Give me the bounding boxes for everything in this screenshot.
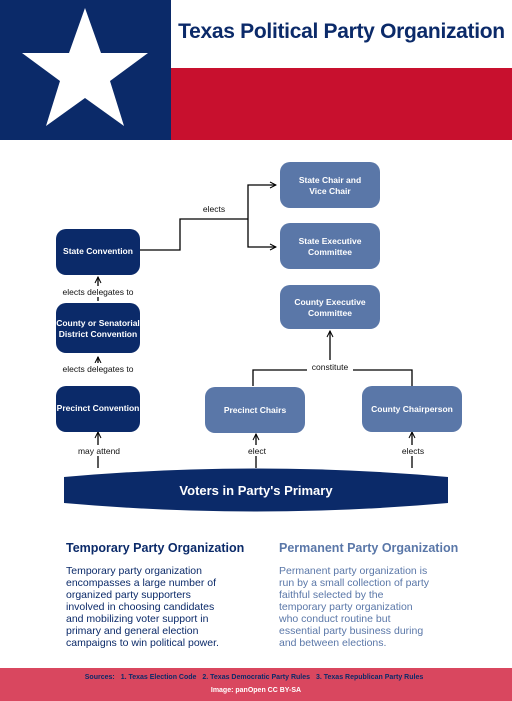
node-voters-primary: Voters in Party's Primary [64, 468, 448, 512]
edge-label-elect: elect [248, 446, 267, 456]
node-precinct-convention: Precinct Convention [56, 386, 140, 432]
svg-text:Precinct Chairs: Precinct Chairs [224, 405, 287, 415]
source-2: 2. Texas Democratic Party Rules [202, 674, 311, 681]
edge-labels: elects elects delegates to elects delega… [54, 203, 428, 456]
svg-text:Committee: Committee [308, 247, 352, 257]
node-county-executive-committee: County Executive Committee [280, 285, 380, 329]
edge-label-elects-county: elects [402, 446, 424, 456]
footer-bar [0, 668, 512, 701]
node-precinct-chairs: Precinct Chairs [205, 387, 305, 433]
source-1: 1. Texas Election Code [120, 674, 197, 681]
node-state-convention: State Convention [56, 229, 140, 275]
organization-diagram: State Convention County or Senatorial Di… [54, 162, 462, 512]
svg-text:Voters in Party's Primary: Voters in Party's Primary [179, 483, 333, 498]
edge-label-elects-delegates-state: elects delegates to [63, 287, 134, 297]
svg-text:County Executive: County Executive [294, 297, 366, 307]
sources-line: Sources: 1. Texas Election Code 2. Texas… [0, 674, 512, 681]
permanent-heading: Permanent Party Organization [279, 541, 459, 555]
svg-text:Vice Chair: Vice Chair [309, 186, 351, 196]
edge-label-constitute: constitute [312, 362, 349, 372]
edge-label-elects: elects [203, 204, 225, 214]
node-county-chairperson: County Chairperson [362, 386, 462, 432]
source-3: 3. Texas Republican Party Rules [315, 674, 424, 681]
svg-text:State Convention: State Convention [63, 246, 133, 256]
node-state-chair: State Chair and Vice Chair [280, 162, 380, 208]
page-title: Texas Political Party Organization [178, 20, 505, 43]
node-state-executive-committee: State Executive Committee [280, 223, 380, 269]
svg-text:Committee: Committee [308, 308, 352, 318]
svg-text:District Convention: District Convention [59, 329, 137, 339]
node-district-convention: County or Senatorial District Convention [56, 303, 140, 353]
star-icon [22, 8, 148, 126]
svg-text:Precinct Convention: Precinct Convention [57, 403, 140, 413]
image-credit: Image: panOpen CC BY-SA [210, 687, 302, 694]
temporary-description: Temporary party organization encompasses… [66, 565, 219, 649]
svg-text:County Chairperson: County Chairperson [371, 404, 453, 414]
flag-red-stripe [171, 68, 512, 140]
svg-text:County or Senatorial: County or Senatorial [56, 318, 140, 328]
edge-label-elects-delegates-district: elects delegates to [63, 364, 134, 374]
permanent-description: Permanent party organization is run by a… [279, 565, 429, 649]
svg-text:State Executive: State Executive [299, 236, 362, 246]
edge-label-may-attend: may attend [78, 446, 120, 456]
temporary-heading: Temporary Party Organization [66, 541, 245, 555]
sources-label: Sources: [84, 674, 115, 681]
svg-text:State Chair and: State Chair and [299, 175, 361, 185]
